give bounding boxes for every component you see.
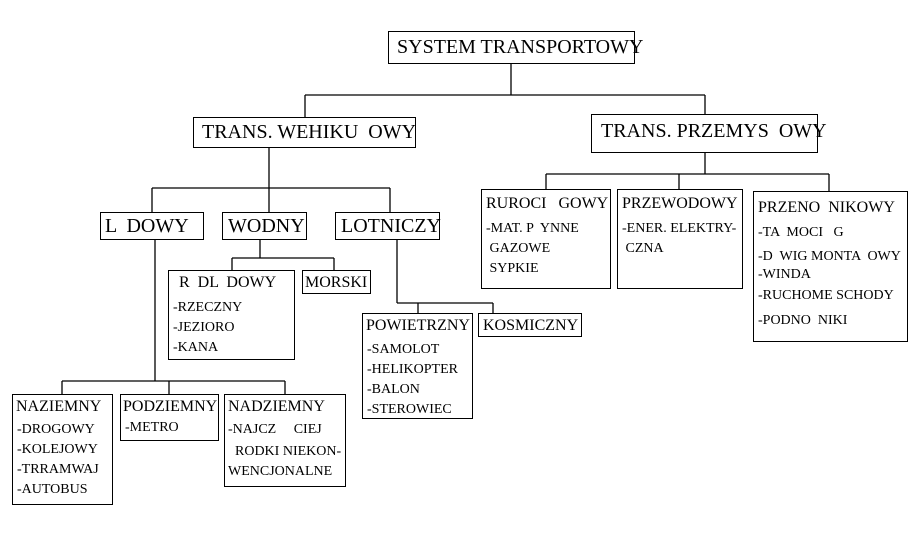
ground-item: -AUTOBUS <box>17 482 88 497</box>
vehicle-transport-label: TRANS. WEHIKU OWY <box>202 121 417 143</box>
overground-node: NADZIEMNY -NAJCZ CIEJ RODKI NIEKON- WENC… <box>224 394 346 487</box>
underground-item: -METRO <box>125 420 179 435</box>
root-label: SYSTEM TRANSPORTOWY <box>397 36 644 58</box>
wire-label: PRZEWODOWY <box>622 195 738 212</box>
atmospheric-node: POWIETRZNY -SAMOLOT -HELIKOPTER -BALON -… <box>362 313 473 419</box>
atmospheric-item: -HELIKOPTER <box>367 362 458 377</box>
atmospheric-item: -STEROWIEC <box>367 402 452 417</box>
vehicle-transport-node: TRANS. WEHIKU OWY <box>193 117 416 148</box>
ground-item: -KOLEJOWY <box>17 442 98 457</box>
inland-item: -KANA <box>173 340 219 355</box>
overground-item: RODKI NIEKON- <box>228 444 342 459</box>
ground-label: NAZIEMNY <box>16 398 102 415</box>
inland-item: -RZECZNY <box>173 300 243 315</box>
industrial-transport-label: TRANS. PRZEMYS OWY <box>601 120 827 142</box>
conveyor-label: PRZENO NIKOWY <box>758 199 895 216</box>
water-node: WODNY <box>222 212 307 240</box>
ground-node: NAZIEMNY -DROGOWY -KOLEJOWY -TRRAMWAJ -A… <box>12 394 113 505</box>
air-node: LOTNICZY <box>335 212 441 240</box>
land-node: L DOWY <box>100 212 204 240</box>
pipeline-item: SYPKIE <box>486 261 539 276</box>
wire-item: -ENER. ELEKTRY- <box>622 221 737 236</box>
inland-label: R DL DOWY <box>179 274 277 291</box>
sea-label: MORSKI <box>305 274 368 291</box>
conveyor-item: -TA MOCI G <box>758 225 844 240</box>
air-label: LOTNICZY <box>341 215 441 237</box>
atmospheric-label: POWIETRZNY <box>366 317 470 334</box>
ground-item: -TRRAMWAJ <box>17 462 99 477</box>
overground-label: NADZIEMNY <box>228 398 325 415</box>
space-node: KOSMICZNY <box>478 313 582 337</box>
ground-item: -DROGOWY <box>17 422 95 437</box>
water-label: WODNY <box>228 215 305 237</box>
conveyor-item: -PODNO NIKI <box>758 313 848 328</box>
underground-label: PODZIEMNY <box>123 398 218 415</box>
wire-item: CZNA <box>622 241 664 256</box>
pipeline-label: RUROCI GOWY <box>486 195 609 212</box>
conveyor-item: -D WIG MONTA OWY <box>758 249 901 264</box>
atmospheric-item: -SAMOLOT <box>367 342 440 357</box>
pipeline-node: RUROCI GOWY -MAT. P YNNE GAZOWE SYPKIE <box>481 189 611 289</box>
conveyor-node: PRZENO NIKOWY -TA MOCI G -D WIG MONTA OW… <box>753 191 908 342</box>
root-node: SYSTEM TRANSPORTOWY <box>388 31 643 64</box>
land-label: L DOWY <box>105 215 189 237</box>
conveyor-item: -RUCHOME SCHODY <box>758 288 894 303</box>
inland-node: R DL DOWY -RZECZNY -JEZIORO -KANA <box>168 270 295 360</box>
underground-node: PODZIEMNY -METRO <box>120 394 219 441</box>
inland-item: -JEZIORO <box>173 320 235 335</box>
pipeline-item: -MAT. P YNNE <box>486 221 579 236</box>
overground-item: -NAJCZ CIEJ <box>228 422 322 437</box>
industrial-transport-node: TRANS. PRZEMYS OWY <box>591 114 827 153</box>
overground-item: WENCJONALNE <box>228 464 333 479</box>
pipeline-item: GAZOWE <box>486 241 551 256</box>
sea-node: MORSKI <box>302 270 371 294</box>
space-label: KOSMICZNY <box>483 317 579 334</box>
wire-node: PRZEWODOWY -ENER. ELEKTRY- CZNA <box>617 189 743 289</box>
atmospheric-item: -BALON <box>367 382 420 397</box>
conveyor-item: -WINDA <box>758 267 811 282</box>
